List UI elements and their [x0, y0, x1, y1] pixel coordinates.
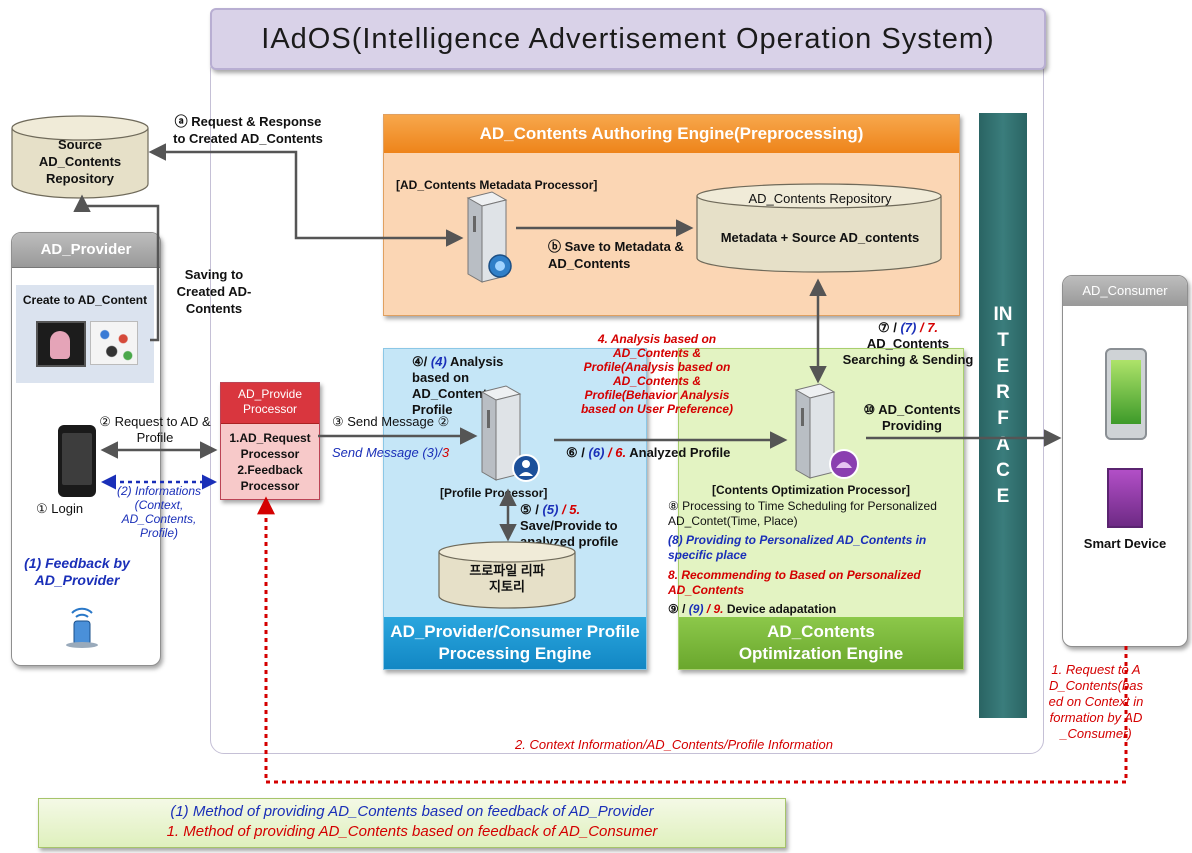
- step-8-black-label: ⑧ Processing to Time Scheduling for Pers…: [668, 499, 937, 528]
- step-7-number-red: / 7.: [919, 320, 939, 335]
- ad-provide-processor: AD_Provide Processor 1.AD_Request Proces…: [220, 382, 320, 500]
- step-6-label: ⑥ / (6) / 6. Analyzed Profile: [566, 445, 730, 461]
- step-3-send-italic-label: Send Message (3)/3: [332, 445, 449, 460]
- profile-processor-label: [Profile Processor]: [440, 486, 548, 500]
- ad-consumer-title: AD_Consumer: [1082, 283, 1168, 298]
- profile-engine-footer: AD_Provider/Consumer Profile Processing …: [384, 617, 646, 669]
- ad-provide-processor-body: 1.AD_Request Processor 2.Feedback Proces…: [229, 431, 311, 493]
- step-6-number-red: / 6.: [608, 445, 627, 460]
- step-9-label: ⑨ / (9) / 9. Device adapatation: [668, 602, 958, 616]
- contents-optimization-processor-label: [Contents Optimization Processor]: [712, 483, 911, 497]
- video-thumbnail-icon: [36, 321, 86, 367]
- step-a-label: ⓐ Request & Response to Created AD_Conte…: [173, 114, 323, 146]
- step-7-label: ⑦ / (7) / 7. AD_Contents Searching & Sen…: [838, 320, 978, 368]
- step-4-number: ④/: [412, 354, 428, 369]
- create-content-box: Create to AD_Content: [16, 285, 154, 383]
- step-10-label: ⑩ AD_Contents Providing: [863, 402, 961, 433]
- legend-box: (1) Method of providing AD_Contents base…: [38, 798, 786, 848]
- step-8-red-label: 8. Recommending to Based on Personalized…: [668, 568, 921, 597]
- step-9-number-blue: (9): [688, 602, 704, 616]
- source-repository-cylinder: [10, 114, 150, 200]
- legend-line-1: (1) Method of providing AD_Contents base…: [170, 803, 654, 820]
- step-9-text: Device adapatation: [726, 602, 837, 616]
- step-2-request-label: ② Request to AD & Profile: [99, 414, 211, 445]
- step-4-number-blue: (4): [430, 354, 447, 369]
- ad-consumer-panel: AD_Consumer Smart Device: [1062, 275, 1188, 647]
- request-to-ad-contents-label: 1. Request to AD_Contents(based on Conte…: [1048, 662, 1144, 741]
- metadata-server-icon: [462, 190, 512, 286]
- authoring-engine-header: AD_Contents Authoring Engine(Preprocessi…: [384, 115, 959, 153]
- ad-consumer-header: AD_Consumer: [1063, 276, 1187, 306]
- login-label: ① Login: [36, 501, 84, 516]
- page-title: IAdOS(Intelligence Advertisement Operati…: [261, 23, 995, 55]
- step-7-number: ⑦ /: [877, 320, 897, 335]
- step-3-send-italic-blue: Send Message (3)/: [332, 445, 442, 460]
- step-2-informations-label: (2) Informations (Context, AD_Contents, …: [116, 484, 202, 540]
- create-content-label: Create to AD_Content: [22, 293, 148, 307]
- ad-provider-panel: AD_Provider Create to AD_Content ① Login…: [11, 232, 161, 666]
- step-9-number: ⑨ /: [668, 602, 686, 616]
- authoring-engine-title: AD_Contents Authoring Engine(Preprocessi…: [479, 124, 864, 143]
- optimization-engine-footer: AD_Contents Optimization Engine: [679, 617, 963, 669]
- step-3-send-label: ③ Send Message ②: [332, 414, 450, 429]
- step-7-text: AD_Contents Searching & Sending: [842, 336, 974, 367]
- step-b-label: ⓑ Save to Metadata & AD_Contents: [548, 239, 684, 271]
- step-6-number: ⑥ /: [566, 445, 585, 460]
- ad-provide-processor-header: AD_Provide Processor: [221, 383, 319, 424]
- source-repository-label: Source AD_Contents Repository: [38, 137, 122, 186]
- profile-server-icon: [476, 384, 546, 488]
- interface-label: INTERFACE: [993, 304, 1013, 507]
- context-information-label: 2. Context Information/AD_Contents/Profi…: [515, 737, 833, 752]
- ad-contents-repository-cylinder: [695, 182, 943, 274]
- wireless-device-icon: [64, 603, 100, 649]
- collage-thumbnail-icon: [90, 321, 138, 365]
- provider-feedback-label: (1) Feedback by AD_Provider: [24, 555, 130, 588]
- step-7-number-blue: (7): [900, 320, 917, 335]
- legend-line-2: 1. Method of providing AD_Contents based…: [166, 823, 658, 840]
- tablet-icon: [1107, 468, 1143, 528]
- step-6-text: Analyzed Profile: [629, 445, 731, 460]
- step-5-number-blue: (5): [542, 502, 559, 517]
- step-9-number-red: / 9.: [706, 602, 724, 616]
- optimization-server-icon: [790, 382, 866, 486]
- step-8-blue-label: (8) Providing to Personalized AD_Content…: [668, 533, 927, 562]
- step-3-send-italic-red: 3: [441, 445, 450, 460]
- step-5-number-red: / 5.: [562, 502, 581, 517]
- ad-provider-header: AD_Provider: [12, 233, 160, 268]
- login-phone-icon: [58, 425, 96, 497]
- smartphone-icon: [1105, 348, 1147, 440]
- step-6-number-blue: (6): [588, 445, 605, 460]
- ad-contents-repository-title: AD_Contents Repository: [748, 191, 892, 206]
- smart-device-label: Smart Device: [1083, 536, 1167, 551]
- profile-repository-label: 프로파일 리파지토리: [469, 563, 545, 594]
- saving-label: Saving to Created AD-Contents: [176, 267, 252, 316]
- ad-contents-repository-body: Metadata + Source AD_contents: [720, 230, 920, 245]
- step-5-number: ⑤ /: [520, 502, 539, 517]
- optimization-engine-title: AD_Contents Optimization Engine: [738, 622, 904, 663]
- step-4-red-analysis-label: 4. Analysis based on AD_Contents & Profi…: [580, 332, 734, 416]
- profile-engine-title: AD_Provider/Consumer Profile Processing …: [390, 622, 640, 663]
- ad-provide-processor-title: AD_Provide Processor: [237, 387, 303, 416]
- ad-provider-title: AD_Provider: [40, 241, 132, 258]
- system-title-banner: IAdOS(Intelligence Advertisement Operati…: [210, 8, 1046, 70]
